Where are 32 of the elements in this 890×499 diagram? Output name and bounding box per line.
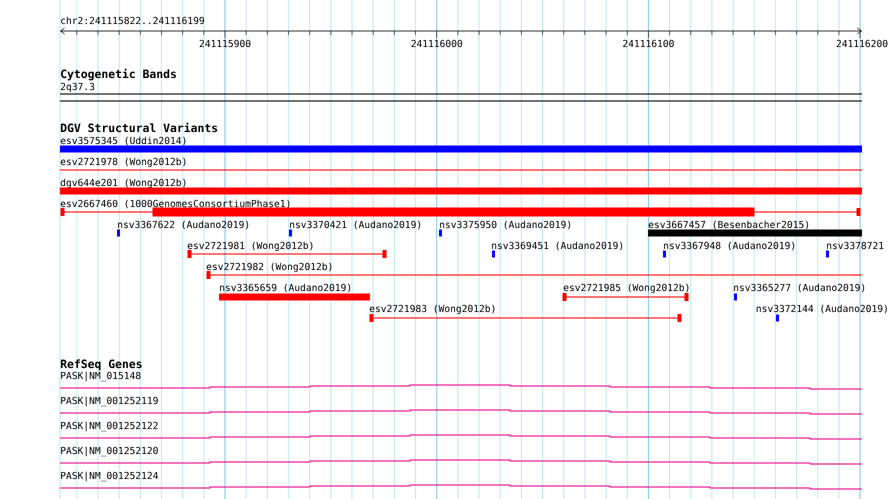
gene-label: PASK|NM_001252122 [61,422,158,432]
feature-label: nsv3370421 (Audano2019) [290,220,420,230]
tick-label: 241116100 [623,40,674,48]
gene-label: PASK|NM_001252119 [61,396,158,406]
tick-label: 241116000 [411,40,462,48]
feature-label: esv3575345 (Uddin2014) [60,136,186,146]
track-heading: RefSeq Genes [60,359,142,370]
feature-label: nsv3365659 (Audano2019) [220,284,350,292]
gene-label: PASK|NM_015148 [61,372,140,382]
feature-label: nsv3367622 (Audano2019) [118,220,248,230]
feature-label: esv2721981 (Wong2012b) [188,242,312,252]
gene-label: PASK|NM_001252120 [61,446,158,456]
coordinate-range: chr2:241115822..241116199 [61,16,204,24]
feature-label: esv2721978 (Wong2012b) [60,158,186,168]
feature-label: esv2721985 (Wong2012b) [564,284,688,294]
feature-label: nsv3375950 (Audano2019) [440,220,570,230]
feature-label: nsv3378721 [827,242,884,250]
feature-label: dgv644e201 (Wong2012b) [60,178,186,188]
feature-label: esv2667460 (1000GenomesConsortiumPhase1) [60,200,290,208]
band-label: 2q37.3 [60,82,94,92]
tick-label: 241116200 [836,40,888,48]
feature-label: nsv3367948 (Audano2019) [664,242,794,250]
feature-label: nsv3372144 (Audano2019) [756,304,887,314]
feature-label: nsv3369451 (Audano2019) [492,242,622,250]
feature-label: esv2721982 (Wong2012b) [206,262,332,272]
track-heading: DGV Structural Variants [60,122,218,132]
gene-label: PASK|NM_001252124 [61,472,158,482]
track-heading: Cytogenetic Bands [61,68,176,80]
tick-label: 241115900 [200,40,250,48]
feature-label: esv2721983 (Wong2012b) [370,304,494,314]
feature-label: esv3667457 (Besenbacher2015) [648,220,808,230]
feature-label: nsv3365277 (Audano2019) [734,284,864,292]
